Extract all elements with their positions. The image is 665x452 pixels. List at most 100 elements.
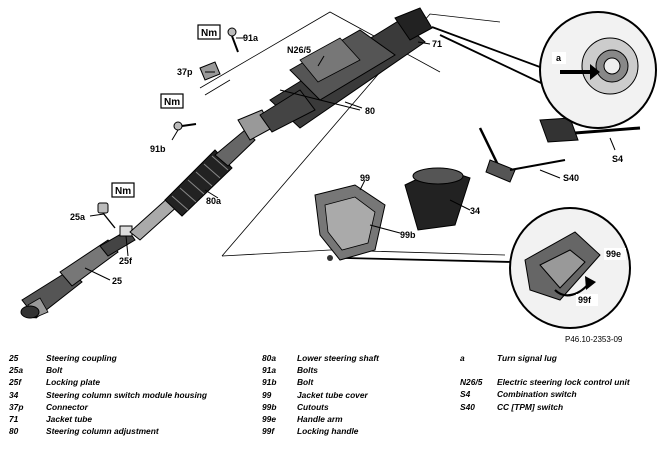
legend-row: 71 Jacket tube — [9, 413, 246, 425]
callout-25f: 25f — [119, 256, 133, 266]
legend-description: Bolts — [297, 365, 318, 376]
legend-row: 99f Locking handle — [262, 425, 457, 437]
legend-code: 71 — [9, 414, 19, 425]
jacket-tube — [259, 7, 433, 133]
steering-coupling — [20, 229, 136, 319]
legend-row: N26/5 Electric steering lock control unit — [460, 376, 665, 388]
legend-code: 99e — [262, 414, 276, 425]
legend-code: 99f — [262, 426, 275, 437]
legend-row: 91b Bolt — [262, 376, 457, 388]
legend-row: S4 Combination switch — [460, 388, 665, 400]
legend-description: Combination switch — [497, 389, 577, 400]
legend-code: N26/5 — [460, 377, 483, 388]
legend-row: 25a Bolt — [9, 364, 246, 376]
legend-row: a Turn signal lug — [460, 352, 665, 364]
legend-code: 37p — [9, 401, 24, 412]
figure-reference: P46.10-2353-09 — [565, 335, 623, 344]
callout-leaders — [84, 37, 616, 281]
legend-description: Bolt — [297, 377, 314, 388]
legend-description: Electric steering lock control unit — [497, 377, 630, 388]
zoom-detail-locking-handle — [509, 207, 631, 329]
legend-description: Steering coupling — [46, 353, 117, 363]
connector-37p — [199, 61, 221, 81]
legend-description: Turn signal lug — [497, 353, 557, 363]
callout-S4: S4 — [612, 154, 623, 164]
torque-box-top: Nm — [197, 24, 221, 40]
torque-label: Nm — [201, 28, 217, 39]
callout-25: 25 — [112, 276, 122, 286]
combination-switch — [539, 117, 641, 143]
callout-99b: 99b — [400, 230, 416, 240]
legend-row: S40 CC [TPM] switch — [460, 401, 665, 413]
legend-description: Bolt — [46, 365, 63, 376]
legend-code: 25a — [9, 365, 23, 376]
jacket-tube-cover — [314, 184, 386, 261]
callout-80: 80 — [365, 106, 375, 116]
lower-steering-shaft — [129, 109, 273, 241]
switch-module-housing — [404, 167, 471, 231]
legend-code: 91b — [262, 377, 277, 388]
legend-description: Jacket tube — [46, 414, 93, 425]
locking-plate-25f — [119, 225, 133, 237]
callout-37p: 37p — [177, 67, 193, 77]
legend-description: Jacket tube cover — [297, 389, 368, 400]
zoom-leader-lines — [344, 26, 561, 263]
legend-row: 25 Steering coupling — [9, 352, 246, 364]
legend-description: Locking plate — [46, 377, 100, 388]
legend-code: 80 — [9, 426, 19, 437]
callout-71: 71 — [432, 39, 442, 49]
legend-code: S40 — [460, 401, 475, 412]
callout-99e: 99e — [606, 249, 621, 259]
legend-code: 99 — [262, 389, 272, 400]
legend-column-1: 25 Steering coupling 25a Bolt 25f Locking pla… — [9, 352, 246, 437]
callout-91b: 91b — [150, 144, 166, 154]
torque-box-middle: Nm — [160, 93, 184, 109]
bolt-25a — [97, 202, 116, 229]
legend-description: Connector — [46, 401, 88, 412]
legend-row: 80 Steering column adjustment — [9, 425, 246, 437]
callout-80a: 80a — [206, 196, 222, 206]
legend-description: Handle arm — [297, 414, 343, 425]
legend-row: 37p Connector — [9, 401, 246, 413]
callout-34: 34 — [470, 206, 480, 216]
legend-code: a — [460, 353, 465, 363]
torque-label: Nm — [115, 186, 131, 197]
callout-99: 99 — [360, 173, 370, 183]
bolt-91a — [227, 27, 239, 53]
legend-code: 25 — [9, 353, 19, 363]
legend-code: 80a — [262, 353, 276, 363]
legend-code: S4 — [460, 389, 471, 400]
legend-row: 91a Bolts — [262, 364, 457, 376]
legend-description: Steering column switch module housing — [46, 389, 207, 400]
legend-row: 99e Handle arm — [262, 413, 457, 425]
callout-25a: 25a — [70, 212, 86, 222]
torque-label: Nm — [164, 97, 180, 108]
legend-description — [497, 364, 665, 376]
callout-99f: 99f — [578, 295, 592, 305]
legend-description: Steering column adjustment — [46, 426, 159, 437]
legend-description: Lower steering shaft — [297, 353, 379, 363]
legend-code: 99b — [262, 401, 277, 412]
legend-description: CC [TPM] switch — [497, 401, 564, 412]
legend-code: 91a — [262, 365, 276, 376]
legend-row — [460, 364, 665, 376]
legend-row: 80a Lower steering shaft — [262, 352, 457, 364]
callout-N26-5: N26/5 — [287, 45, 311, 55]
cc-switch — [478, 127, 566, 183]
bolt-91b — [173, 121, 197, 131]
callout-S40: S40 — [563, 173, 579, 183]
legend-row: 25f Locking plate — [9, 376, 246, 388]
legend-description: Locking handle — [297, 426, 359, 437]
torque-box-bottom: Nm — [111, 182, 135, 198]
callout-a: a — [556, 53, 562, 63]
callout-91a: 91a — [243, 33, 259, 43]
legend-code — [460, 364, 497, 376]
legend-code: 25f — [9, 377, 22, 388]
zoom-detail-turn-signal — [539, 11, 657, 129]
legend-row: 99 Jacket tube cover — [262, 389, 457, 401]
